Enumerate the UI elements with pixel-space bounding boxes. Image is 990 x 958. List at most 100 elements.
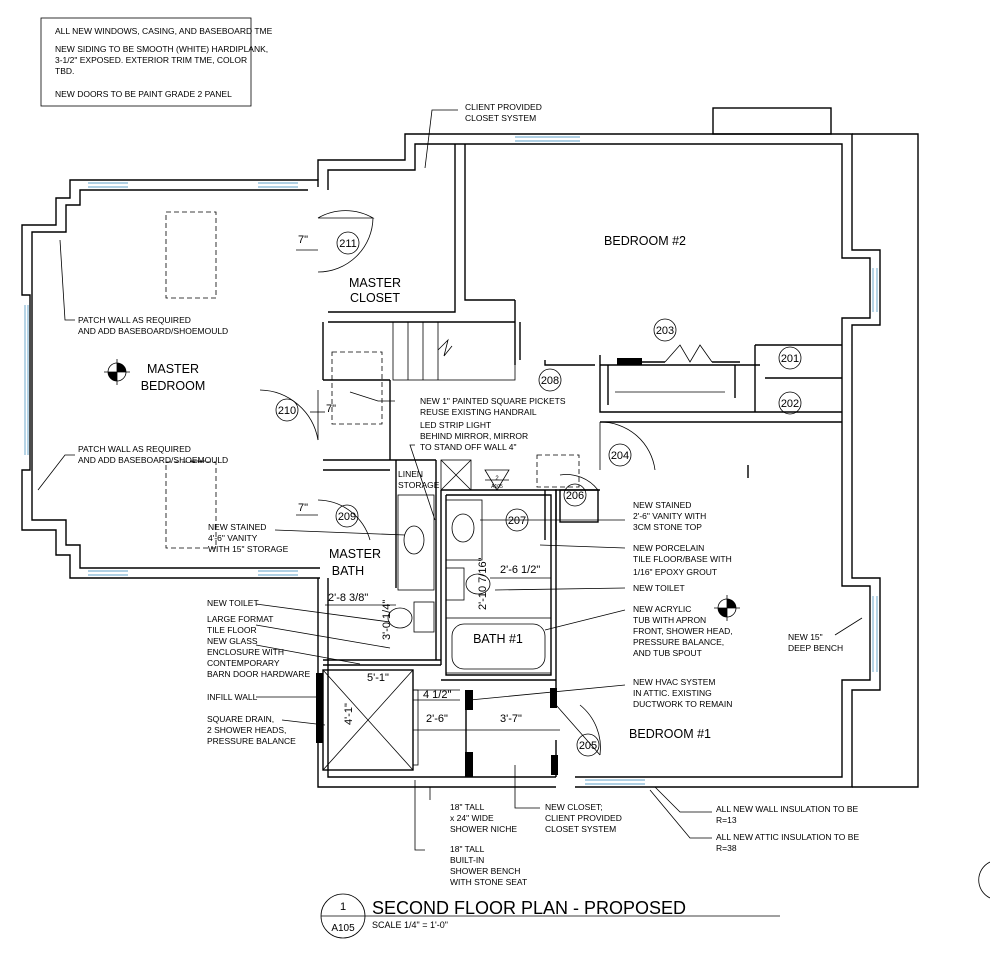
dim-bath1-height: 2'-10 7/16" bbox=[477, 557, 489, 610]
note-bench: DEEP BENCH bbox=[788, 643, 843, 653]
room-master-bath: BATH bbox=[332, 564, 364, 578]
note-toilet-bath1: NEW TOILET bbox=[633, 583, 685, 593]
door-tag-201: 201 bbox=[781, 353, 799, 365]
note-tub: TUB WITH APRON bbox=[633, 615, 706, 625]
note-porcelain: NEW PORCELAIN bbox=[633, 543, 704, 553]
room-bath-1: BATH #1 bbox=[473, 632, 523, 646]
dim-7in: 7" bbox=[326, 403, 336, 415]
dim-7in: 7" bbox=[298, 502, 308, 514]
note-line: NEW DOORS TO BE PAINT GRADE 2 PANEL bbox=[55, 89, 232, 99]
note-tile: TILE FLOOR bbox=[207, 625, 257, 635]
note-tub: PRESSURE BALANCE, bbox=[633, 637, 724, 647]
note-vanity-bath1: 3CM STONE TOP bbox=[633, 522, 702, 532]
note-shower-bench: BUILT-IN bbox=[450, 855, 484, 865]
note-drain: SQUARE DRAIN, bbox=[207, 714, 274, 724]
drawing-scale: SCALE 1/4" = 1'-0" bbox=[372, 920, 448, 930]
note-glass: NEW GLASS bbox=[207, 636, 258, 646]
room-master-bedroom: BEDROOM bbox=[141, 379, 206, 393]
door-tag-203: 203 bbox=[656, 325, 674, 337]
note-new-closet: CLIENT PROVIDED bbox=[545, 813, 622, 823]
room-bedroom-1: BEDROOM #1 bbox=[629, 727, 711, 741]
note-line: 3-1/2" EXPOSED. EXTERIOR TRIM TME, COLOR bbox=[55, 55, 247, 65]
exterior-walls bbox=[21, 107, 919, 788]
fixtures bbox=[387, 494, 491, 633]
note-glass: ENCLOSURE WITH bbox=[207, 647, 284, 657]
skylights bbox=[165, 211, 580, 549]
room-labels: MASTER CLOSET BEDROOM #2 MASTER BEDROOM … bbox=[141, 234, 711, 741]
leader-lines bbox=[37, 109, 863, 851]
note-tub: AND TUB SPOUT bbox=[633, 648, 702, 658]
note-shower-bench: SHOWER BENCH bbox=[450, 866, 520, 876]
door-swings bbox=[259, 210, 740, 756]
note-glass: BARN DOOR HARDWARE bbox=[207, 669, 310, 679]
note-drain: 2 SHOWER HEADS, bbox=[207, 725, 286, 735]
note-glass: CONTEMPORARY bbox=[207, 658, 280, 668]
note-led: BEHIND MIRROR, MIRROR bbox=[420, 431, 528, 441]
room-linen: STORAGE bbox=[398, 480, 440, 490]
note-shower-bench: 18" TALL bbox=[450, 844, 485, 854]
dim-shower-height: 4'-1" bbox=[343, 703, 355, 725]
note-attic-insulation: R=38 bbox=[716, 843, 737, 853]
note-vanity-bath1: NEW STAINED bbox=[633, 500, 691, 510]
door-tag-210: 210 bbox=[278, 405, 296, 417]
interior-walls bbox=[316, 144, 842, 777]
note-shower-bench: WITH STONE SEAT bbox=[450, 877, 527, 887]
dim-bath-width: 2'-8 3/8" bbox=[328, 592, 368, 604]
note-wall-insulation: ALL NEW WALL INSULATION TO BE bbox=[716, 804, 859, 814]
note-patch-wall: PATCH WALL AS REQUIRED bbox=[78, 315, 191, 325]
drawing-title: SECOND FLOOR PLAN - PROPOSED bbox=[372, 898, 686, 918]
note-client-closet: CLIENT PROVIDED bbox=[465, 102, 542, 112]
note-vanity-master: 4'-6" VANITY bbox=[208, 533, 258, 543]
door-tag-207: 207 bbox=[508, 515, 526, 527]
general-notes-box: ALL NEW WINDOWS, CASING, AND BASEBOARD T… bbox=[40, 17, 273, 107]
callout-notes: CLIENT PROVIDED CLOSET SYSTEM PATCH WALL… bbox=[78, 102, 859, 887]
note-infill: INFILL WALL bbox=[207, 692, 258, 702]
note-attic-insulation: ALL NEW ATTIC INSULATION TO BE bbox=[716, 832, 859, 842]
dim-2-6: 2'-6" bbox=[426, 713, 448, 725]
door-tag-205: 205 bbox=[579, 740, 597, 752]
room-bedroom-2: BEDROOM #2 bbox=[604, 234, 686, 248]
note-toilet-master: NEW TOILET bbox=[207, 598, 259, 608]
door-tag-204: 204 bbox=[611, 450, 629, 462]
note-new-closet: NEW CLOSET; bbox=[545, 802, 603, 812]
dim-4-half: 4 1/2" bbox=[423, 689, 451, 701]
windows bbox=[24, 136, 878, 785]
note-hvac: DUCTWORK TO REMAIN bbox=[633, 699, 732, 709]
dimensions: 7" 7" 7" 2'-8 3/8" 3'-0 1/4" 2'-10 7/16"… bbox=[298, 234, 551, 725]
room-master-bedroom: MASTER bbox=[147, 362, 199, 376]
note-bench: NEW 15" bbox=[788, 632, 823, 642]
room-linen: LINEN bbox=[398, 469, 423, 479]
door-tag-labels: 211 210 209 208 203 201 202 204 206 207 … bbox=[278, 238, 799, 752]
note-hvac: NEW HVAC SYSTEM bbox=[633, 677, 716, 687]
dim-bath-height: 3'-0 1/4" bbox=[381, 600, 393, 640]
note-porcelain: 1/16" EPOXY GROUT bbox=[633, 567, 717, 577]
dim-3-7: 3'-7" bbox=[500, 713, 522, 725]
door-tags bbox=[275, 231, 802, 757]
note-drain: PRESSURE BALANCE bbox=[207, 736, 296, 746]
door-tag-209: 209 bbox=[338, 511, 356, 523]
note-hvac: IN ATTIC. EXISTING bbox=[633, 688, 712, 698]
note-vanity-master: WITH 15" STORAGE bbox=[208, 544, 289, 554]
note-porcelain: TILE FLOOR/BASE WITH bbox=[633, 554, 732, 564]
note-vanity-master: NEW STAINED bbox=[208, 522, 266, 532]
note-pickets: NEW 1" PAINTED SQUARE PICKETS bbox=[420, 396, 566, 406]
note-niche: SHOWER NICHE bbox=[450, 824, 517, 834]
note-tile: LARGE FORMAT bbox=[207, 614, 273, 624]
note-vanity-bath1: 2'-6" VANITY WITH bbox=[633, 511, 706, 521]
note-niche: 18" TALL bbox=[450, 802, 485, 812]
dim-bath1-width: 2'-6 1/2" bbox=[500, 564, 540, 576]
note-patch-wall: AND ADD BASEBOARD/SHOEMOULD bbox=[78, 326, 228, 336]
title-sheet-number: A105 bbox=[331, 923, 355, 934]
section-markers bbox=[104, 359, 990, 899]
dim-7in: 7" bbox=[298, 234, 308, 246]
wall-stubs bbox=[296, 249, 325, 516]
note-wall-insulation: R=13 bbox=[716, 815, 737, 825]
title-block: 1 A105 SECOND FLOOR PLAN - PROPOSED SCAL… bbox=[320, 893, 780, 939]
note-new-closet: CLOSET SYSTEM bbox=[545, 824, 616, 834]
room-master-bath: MASTER bbox=[329, 547, 381, 561]
note-line: NEW SIDING TO BE SMOOTH (WHITE) HARDIPLA… bbox=[55, 44, 268, 54]
section-tag: 2 A105 bbox=[491, 476, 503, 490]
note-niche: x 24" WIDE bbox=[450, 813, 494, 823]
note-tub: FRONT, SHOWER HEAD, bbox=[633, 626, 733, 636]
